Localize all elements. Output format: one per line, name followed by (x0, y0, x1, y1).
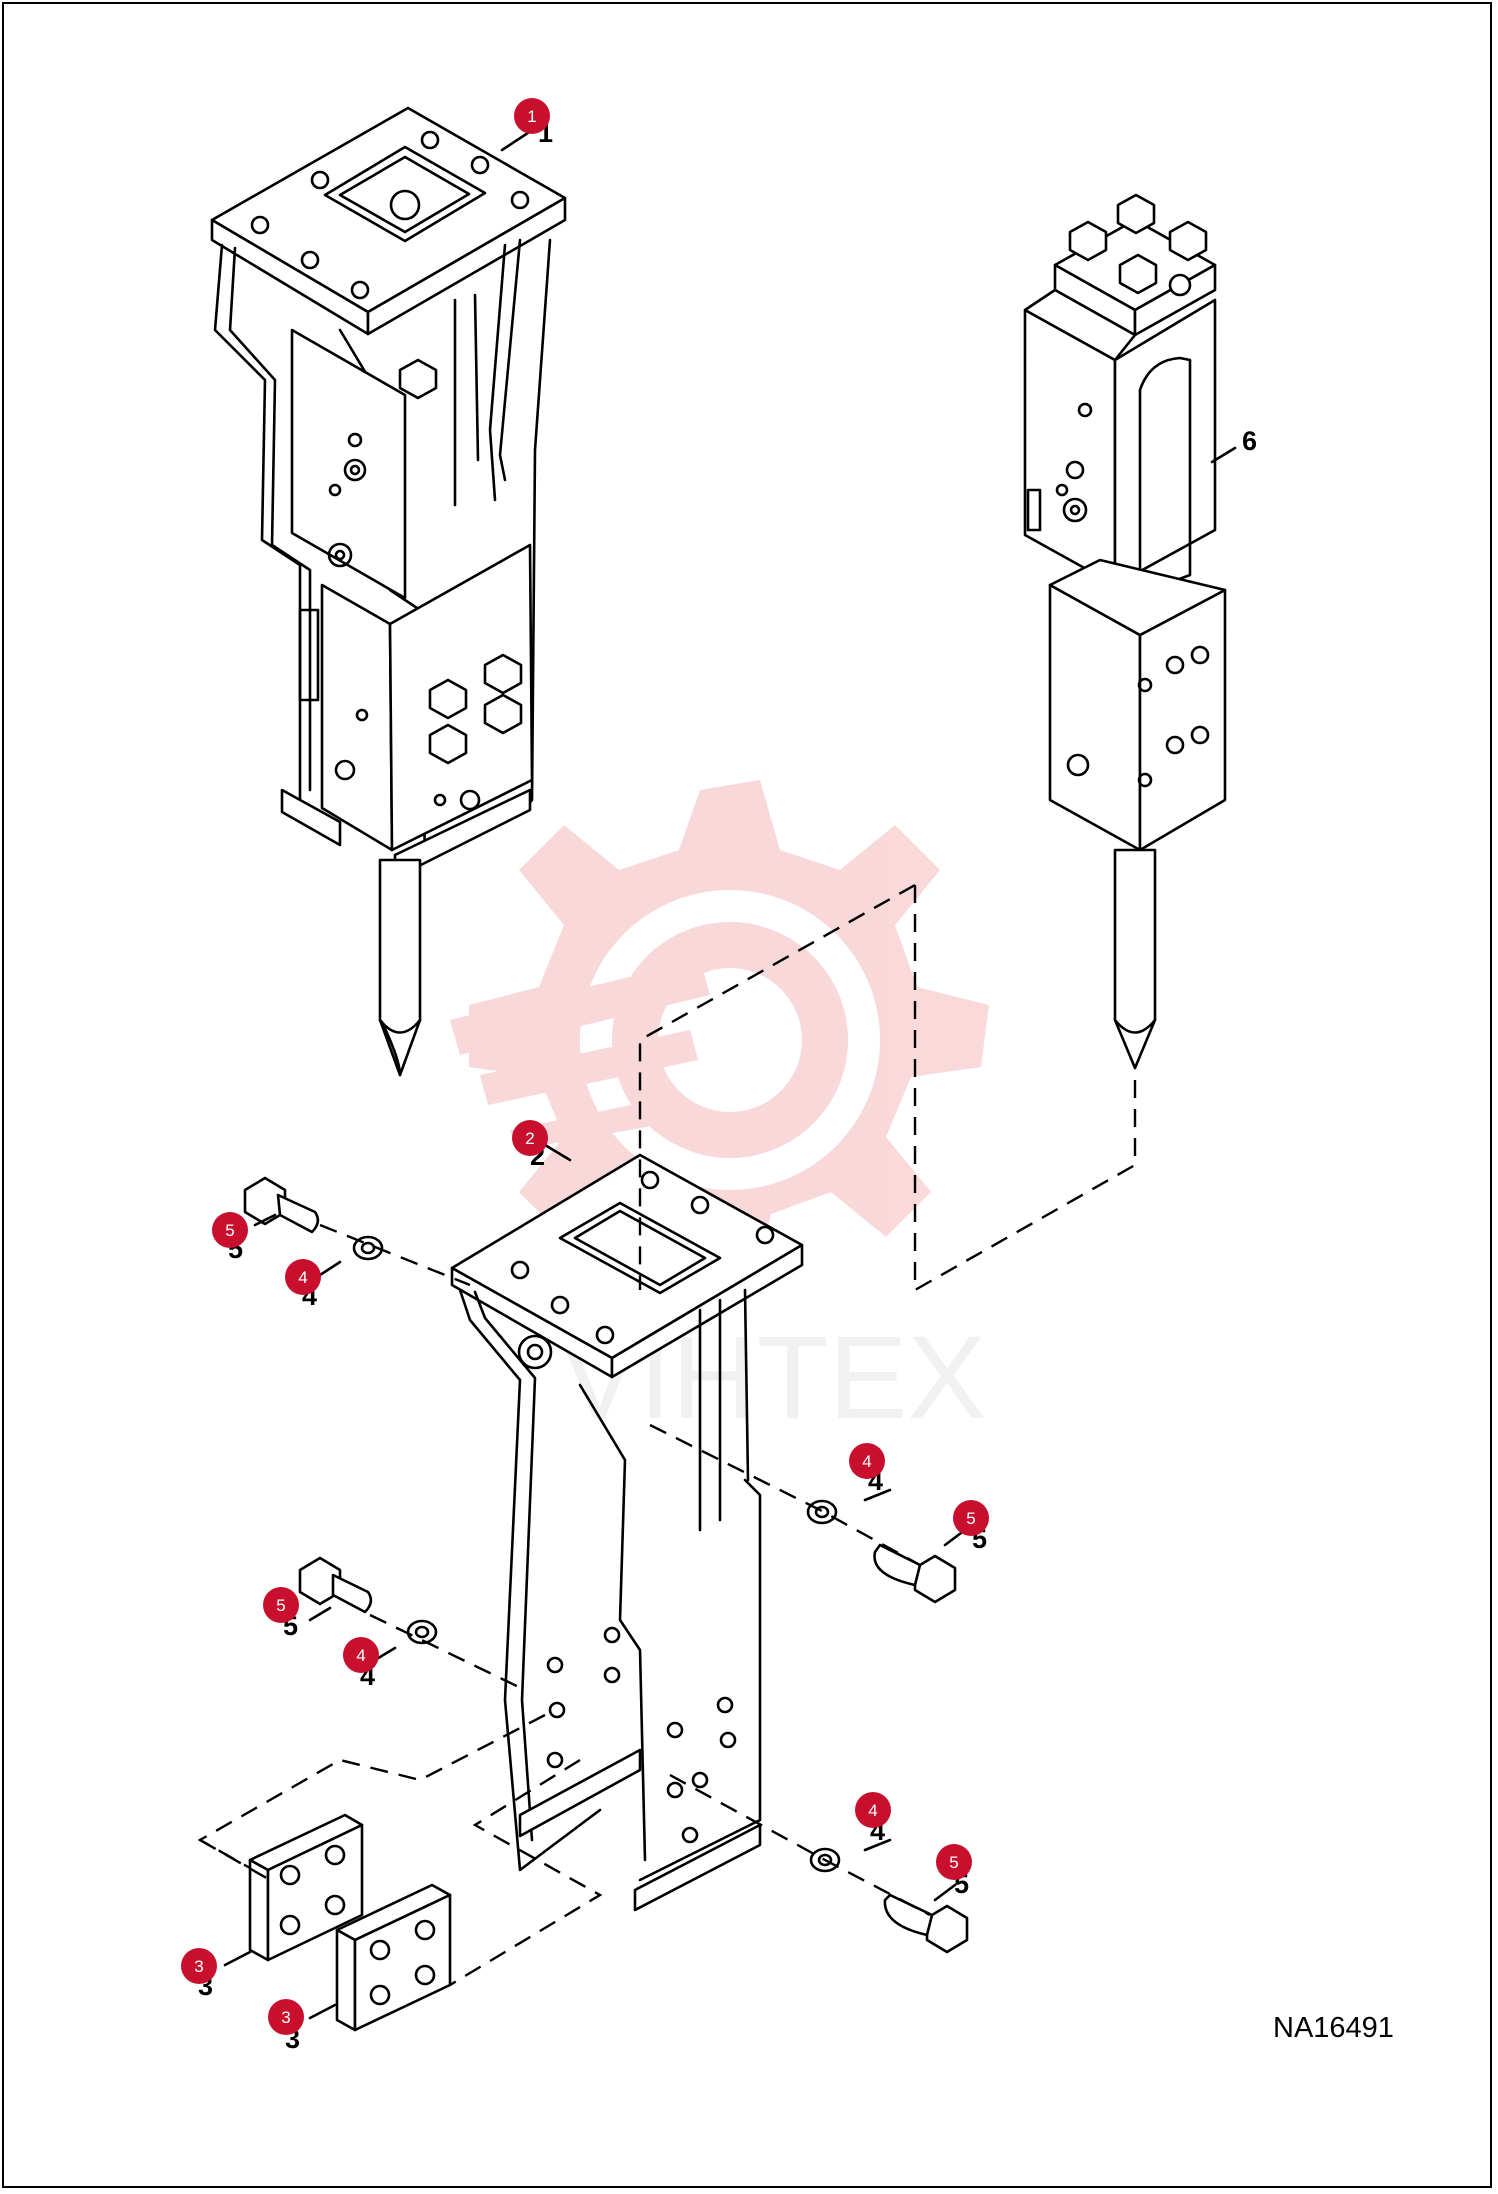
svg-text:4: 4 (868, 1801, 877, 1820)
breaker-6 (1023, 193, 1227, 1070)
breaker-assembly-1 (210, 106, 567, 1077)
svg-text:5: 5 (966, 1509, 975, 1528)
svg-text:5: 5 (225, 1221, 234, 1240)
svg-text:4: 4 (862, 1452, 871, 1471)
bracket-2 (450, 1153, 804, 1912)
svg-text:5: 5 (276, 1596, 285, 1615)
wear-pads-3 (248, 1813, 452, 2032)
badge-3a[interactable]: 3 (181, 1948, 217, 1984)
badge-2[interactable]: 2 (512, 1120, 548, 1156)
svg-text:3: 3 (281, 2008, 290, 2027)
figure-id: NA16491 (1273, 2012, 1394, 2044)
badge-5c[interactable]: 5 (263, 1587, 299, 1623)
svg-text:4: 4 (298, 1268, 307, 1287)
assembly-lines (197, 883, 1137, 1987)
svg-text:2: 2 (525, 1129, 534, 1148)
badge-4c[interactable]: 4 (343, 1637, 379, 1673)
callout-6-number: 6 (1242, 426, 1257, 456)
svg-text:1: 1 (527, 107, 536, 126)
badge-4b[interactable]: 4 (849, 1443, 885, 1479)
badge-5b[interactable]: 5 (953, 1500, 989, 1536)
callout-badges: 1 2 5 4 4 5 5 4 4 5 3 3 (181, 98, 989, 2035)
badge-4a[interactable]: 4 (285, 1259, 321, 1295)
svg-text:3: 3 (194, 1957, 203, 1976)
badge-5a[interactable]: 5 (212, 1212, 248, 1248)
badge-4d[interactable]: 4 (855, 1792, 891, 1828)
svg-text:5: 5 (949, 1853, 958, 1872)
svg-text:4: 4 (356, 1646, 365, 1665)
badge-3b[interactable]: 3 (268, 1999, 304, 2035)
badge-1[interactable]: 1 (514, 98, 550, 134)
badge-5d[interactable]: 5 (936, 1844, 972, 1880)
